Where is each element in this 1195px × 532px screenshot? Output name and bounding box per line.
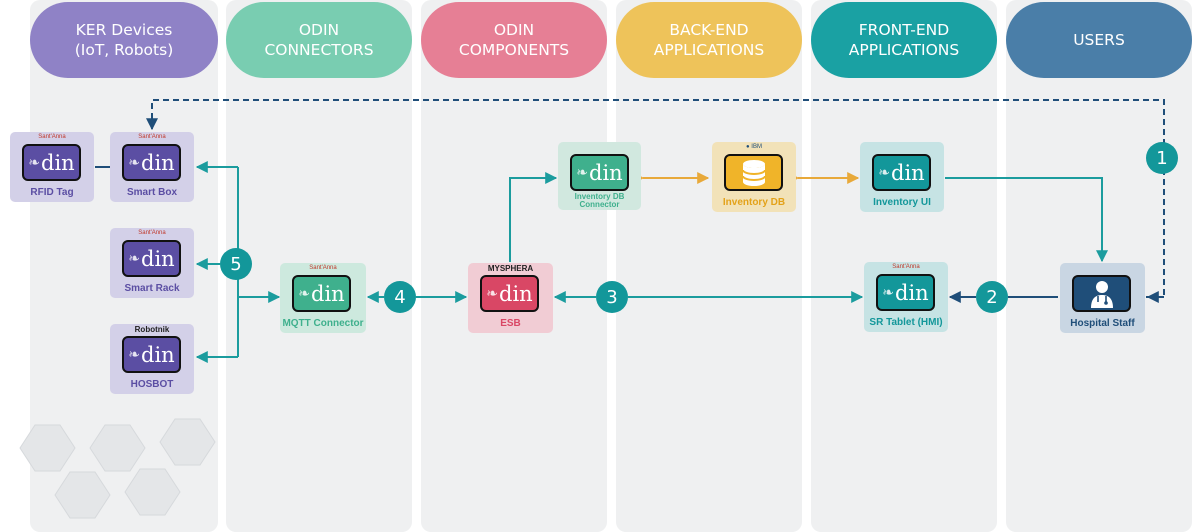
node-inventory-ui[interactable]: ❧din Inventory UI bbox=[860, 142, 944, 212]
step-badge-4: 4 bbox=[384, 281, 416, 313]
database-cylinder-icon bbox=[741, 159, 766, 186]
lane-back-end-applications bbox=[616, 0, 802, 532]
node-sr-tablet-hmi[interactable]: Sant'Anna ❧din SR Tablet (HMI) bbox=[864, 262, 948, 332]
step-badge-1: 1 bbox=[1146, 142, 1178, 174]
node-label: Inventory DB bbox=[722, 197, 786, 208]
step-badge-3: 3 bbox=[596, 281, 628, 313]
node-inventory-db-connector[interactable]: ❧din Inventory DB Connector bbox=[558, 142, 641, 210]
santanna-brand-logo: Sant'Anna bbox=[892, 264, 920, 270]
header-backend-line1: BACK-END bbox=[669, 21, 749, 39]
odin-logo-icon: ❧din bbox=[122, 240, 181, 277]
odin-logo-icon: ❧din bbox=[480, 275, 539, 312]
database-icon bbox=[724, 154, 783, 191]
node-hosbot[interactable]: Robotnik ❧din HOSBOT bbox=[110, 324, 194, 394]
odin-logo-icon: ❧din bbox=[292, 275, 351, 312]
node-label: Smart Box bbox=[126, 187, 177, 198]
odin-logo-icon: ❧din bbox=[570, 154, 629, 191]
odin-logo-icon: ❧din bbox=[122, 336, 181, 373]
header-ker-devices: KER Devices (IoT, Robots) bbox=[30, 2, 218, 78]
header-frontend-line1: FRONT-END bbox=[858, 21, 950, 39]
node-esb[interactable]: MYSPHERA ❧din ESB bbox=[468, 263, 553, 333]
node-inventory-db[interactable]: ● IBM Inventory DB bbox=[712, 142, 796, 212]
header-odin-connectors: ODIN CONNECTORS bbox=[226, 2, 412, 78]
odin-logo-icon: ❧din bbox=[122, 144, 181, 181]
node-label: SR Tablet (HMI) bbox=[869, 317, 943, 328]
header-front-end-applications: FRONT-END APPLICATIONS bbox=[811, 2, 997, 78]
edge-esb-invconnector bbox=[509, 172, 558, 262]
node-rfid-tag[interactable]: Sant'Anna ❧din RFID Tag bbox=[10, 132, 94, 202]
header-users: USERS bbox=[1006, 2, 1192, 78]
header-back-end-applications: BACK-END APPLICATIONS bbox=[616, 2, 802, 78]
node-label: HOSBOT bbox=[130, 379, 174, 390]
hexagon-decoration bbox=[19, 418, 216, 519]
header-ker-line1: KER Devices bbox=[75, 21, 173, 39]
node-mqtt-connector[interactable]: Sant'Anna ❧din MQTT Connector bbox=[280, 263, 366, 333]
robotnik-brand: Robotnik bbox=[134, 325, 170, 334]
header-backend-line2: APPLICATIONS bbox=[653, 41, 765, 59]
edge-ui-staff bbox=[945, 177, 1108, 263]
node-label: Inventory DB Connector bbox=[574, 192, 625, 209]
odin-logo-icon: ❧din bbox=[876, 274, 935, 311]
node-label: Smart Rack bbox=[124, 283, 180, 294]
node-label: ESB bbox=[500, 318, 521, 329]
node-label: Hospital Staff bbox=[1070, 318, 1135, 329]
header-users-line1: USERS bbox=[1073, 31, 1125, 49]
node-smart-box[interactable]: Sant'Anna ❧din Smart Box bbox=[110, 132, 194, 202]
step-badge-5: 5 bbox=[220, 248, 252, 280]
header-components-line1: ODIN bbox=[493, 21, 535, 39]
doctor-person-icon bbox=[1090, 280, 1113, 308]
header-components-line2: COMPONENTS bbox=[458, 41, 570, 59]
node-hospital-staff[interactable]: Hospital Staff bbox=[1060, 263, 1145, 333]
odin-logo-icon: ❧din bbox=[872, 154, 931, 191]
doctor-icon bbox=[1072, 275, 1131, 312]
step-badge-2: 2 bbox=[976, 281, 1008, 313]
node-label: RFID Tag bbox=[30, 187, 74, 198]
header-connectors-line2: CONNECTORS bbox=[264, 41, 374, 59]
santanna-brand-logo: Sant'Anna bbox=[309, 265, 337, 271]
santanna-brand-logo: Sant'Anna bbox=[38, 134, 66, 140]
santanna-brand-logo: Sant'Anna bbox=[138, 230, 166, 236]
odin-logo-icon: ❧din bbox=[22, 144, 81, 181]
santanna-brand-logo: Sant'Anna bbox=[138, 134, 166, 140]
header-frontend-line2: APPLICATIONS bbox=[848, 41, 960, 59]
node-label: MQTT Connector bbox=[282, 318, 364, 329]
header-ker-line2: (IoT, Robots) bbox=[74, 41, 174, 59]
header-odin-components: ODIN COMPONENTS bbox=[421, 2, 607, 78]
mysphera-brand: MYSPHERA bbox=[487, 264, 534, 273]
ibm-brand-logo: ● IBM bbox=[746, 144, 762, 150]
node-smart-rack[interactable]: Sant'Anna ❧din Smart Rack bbox=[110, 228, 194, 298]
header-connectors-line1: ODIN bbox=[298, 21, 340, 39]
node-label: Inventory UI bbox=[873, 197, 931, 208]
